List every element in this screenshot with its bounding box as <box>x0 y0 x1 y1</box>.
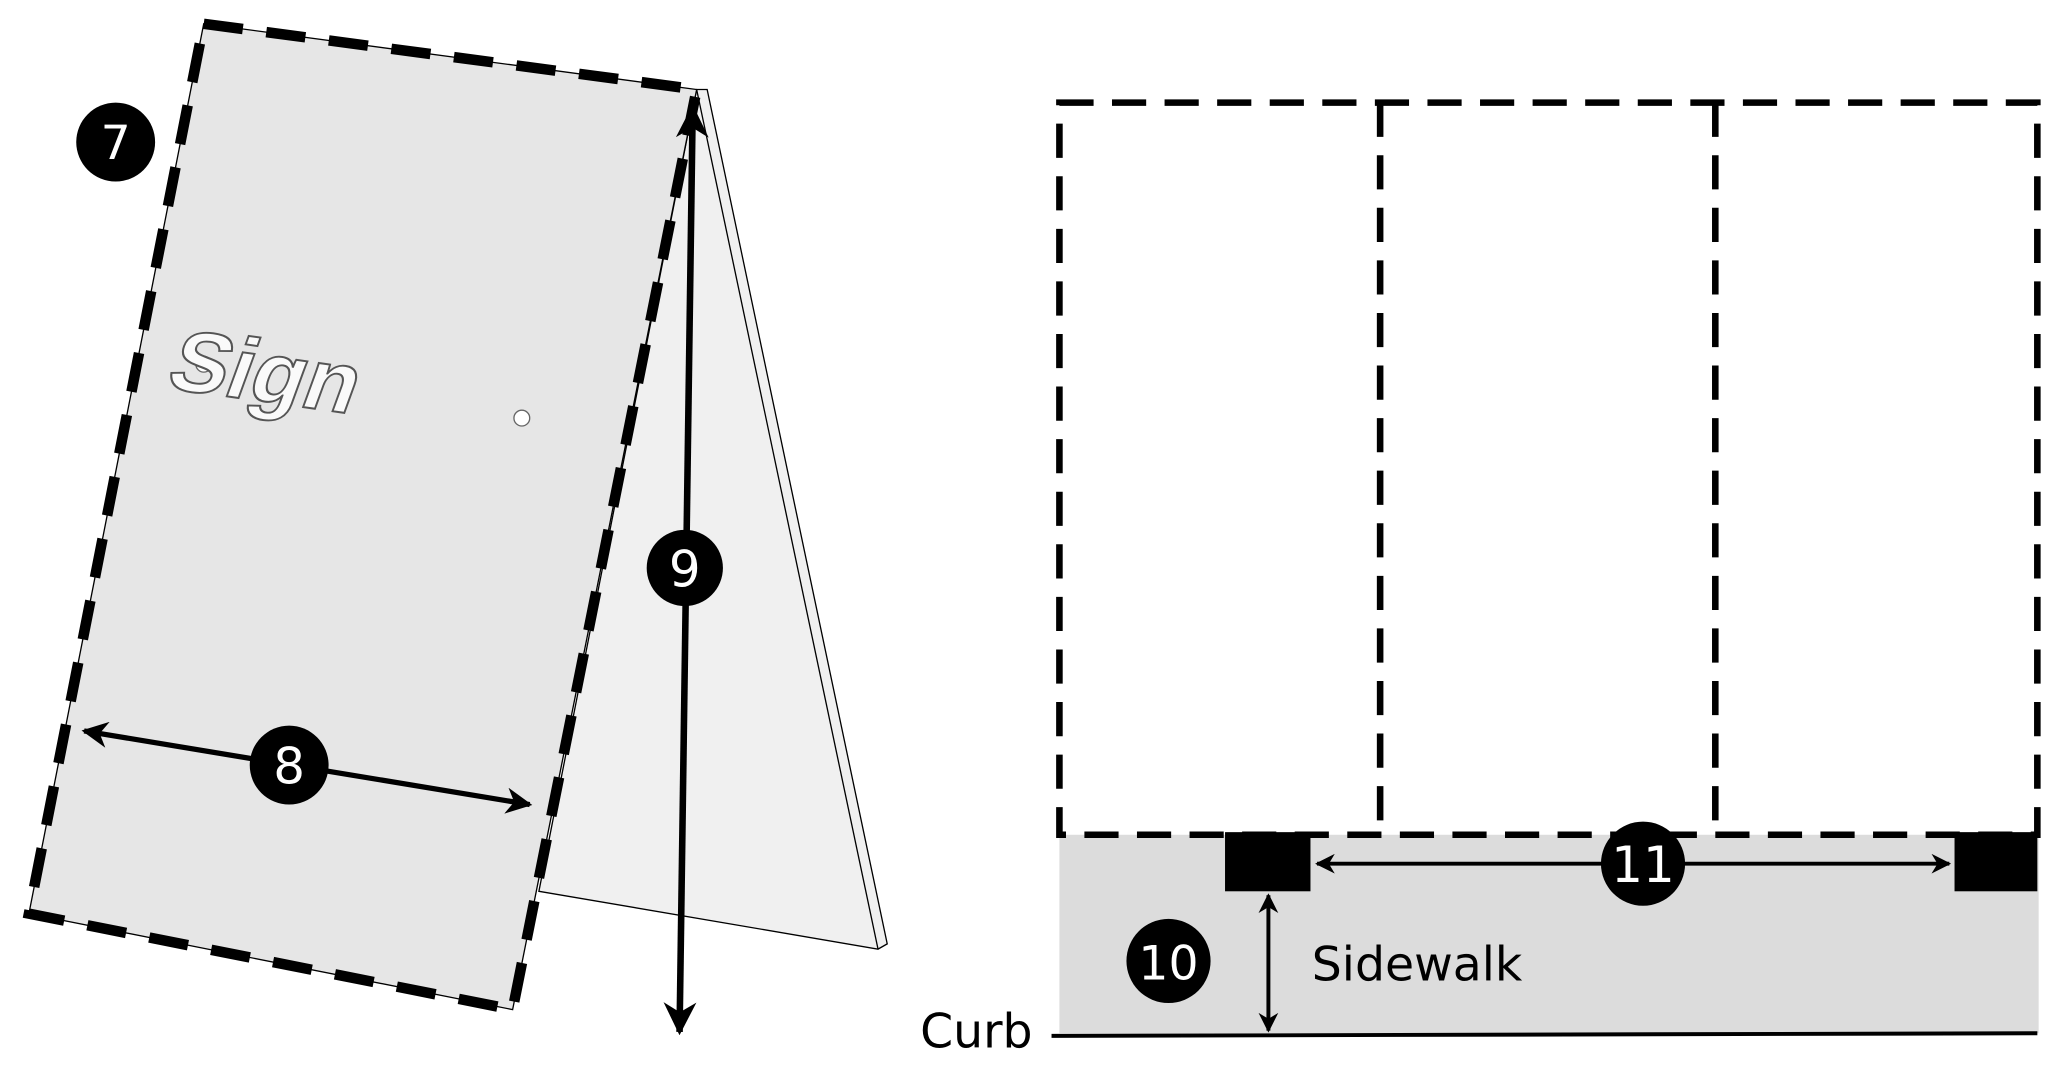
svg-text:7: 7 <box>101 116 131 171</box>
curb-label: Curb <box>920 1005 1032 1060</box>
callout-7: 7 <box>76 102 156 182</box>
width-dimension-arrow-8: 8 <box>81 721 533 814</box>
sign-footprint-outline <box>1056 99 2041 839</box>
svg-text:9: 9 <box>669 540 701 598</box>
svg-text:11: 11 <box>1611 836 1675 894</box>
svg-text:10: 10 <box>1138 936 1198 991</box>
sign-base-left <box>1225 832 1311 892</box>
curb-line <box>1051 1031 2038 1038</box>
sidewalk-label: Sidewalk <box>1312 938 1523 993</box>
svg-text:8: 8 <box>273 738 305 796</box>
a-frame-back-panel <box>538 88 888 950</box>
sign-base-right <box>1954 832 2038 892</box>
height-dimension-arrow-9: 9 <box>646 104 723 1036</box>
clearance-arrow-11: 11 <box>1315 821 1952 906</box>
setback-arrow-10: 10 <box>1126 893 1279 1033</box>
